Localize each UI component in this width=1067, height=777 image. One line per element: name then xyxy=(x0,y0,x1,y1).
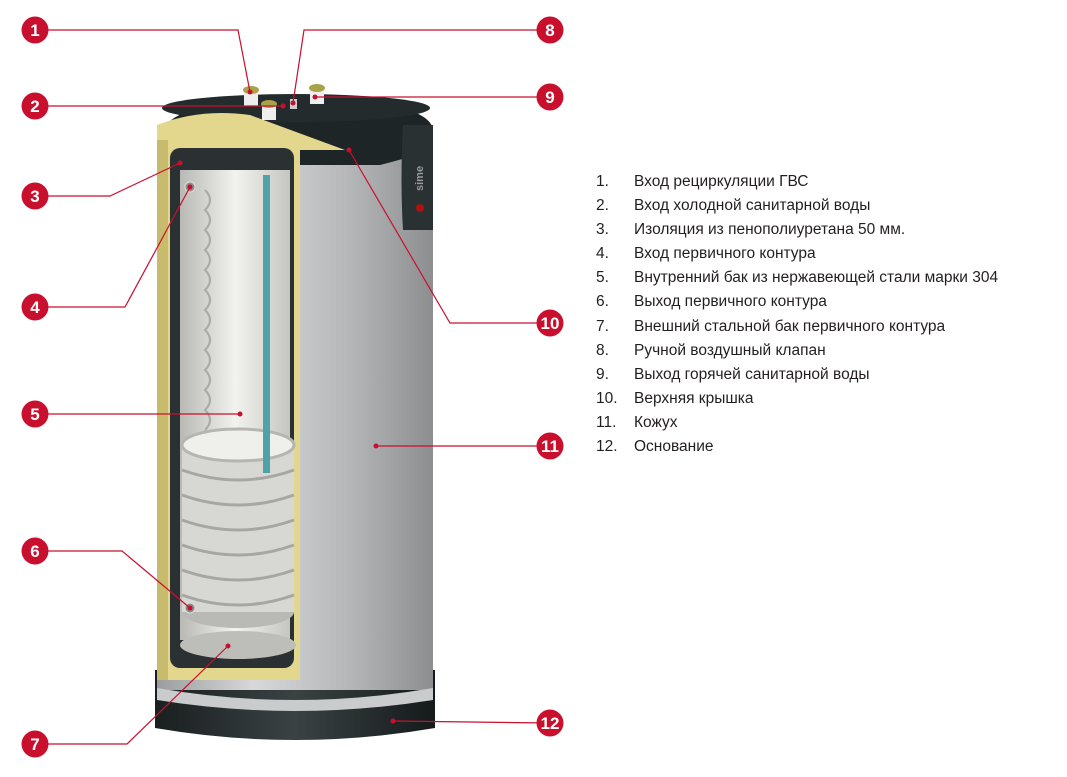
tank: sime xyxy=(155,84,435,740)
legend-number: 7. xyxy=(596,317,609,335)
legend-number: 10. xyxy=(596,389,618,407)
callout-number: 6 xyxy=(30,542,39,561)
legend-item: 1. Вход рециркуляции ГВС xyxy=(596,170,998,194)
callout-3: 3 xyxy=(21,160,183,210)
leader-dot xyxy=(346,147,352,153)
leader-line xyxy=(35,162,181,197)
legend-number: 8. xyxy=(596,341,609,359)
leader-line xyxy=(35,29,251,93)
legend-label: Верхняя крышка xyxy=(634,389,754,407)
leader-dot xyxy=(225,643,231,649)
callout-number: 8 xyxy=(545,21,554,40)
leader-dot xyxy=(187,184,193,190)
callout-number: 5 xyxy=(30,405,39,424)
legend-label: Вход первичного контура xyxy=(634,245,816,263)
legend-label: Выход первичного контура xyxy=(634,293,827,311)
callout-badge xyxy=(21,400,49,428)
leader-line xyxy=(292,29,550,104)
callout-badge xyxy=(536,309,564,337)
callout-number: 9 xyxy=(545,88,554,107)
leader-dot xyxy=(390,718,396,724)
leader-line xyxy=(35,550,191,609)
legend-label: Вход холодной санитарной воды xyxy=(634,197,871,215)
leader-dot xyxy=(290,100,296,106)
callout-badge xyxy=(536,709,564,737)
legend-number: 12. xyxy=(596,438,618,456)
callout-badge xyxy=(21,537,49,565)
lower-coil xyxy=(180,427,296,628)
leader-line xyxy=(35,645,229,745)
legend-item: 10. Верхняя крышка xyxy=(596,387,998,411)
callout-4: 4 xyxy=(21,184,193,321)
legend-item: 9. Выход горячей санитарной воды xyxy=(596,363,998,387)
callout-7: 7 xyxy=(21,643,231,758)
legend-label: Основание xyxy=(634,438,714,456)
leader-dot xyxy=(187,605,193,611)
legend-number: 11. xyxy=(596,413,617,431)
leader-line xyxy=(348,149,550,324)
callout-badge xyxy=(21,16,49,44)
callout-number: 10 xyxy=(541,314,560,333)
legend-item: 11. Кожух xyxy=(596,411,998,435)
callout-badge xyxy=(21,730,49,758)
callout-9: 9 xyxy=(312,83,564,111)
legend-number: 1. xyxy=(596,173,609,190)
legend-number: 6. xyxy=(596,293,609,311)
legend-item: 6. Выход первичного контура xyxy=(596,290,998,314)
callout-8: 8 xyxy=(290,16,564,106)
leader-dot xyxy=(312,94,318,100)
legend-item: 3. Изоляция из пенополиуретана 50 мм. xyxy=(596,218,998,242)
leader-dot xyxy=(177,160,183,166)
hot-water-pipe xyxy=(263,175,270,473)
legend-label: Внутренний бак из нержавеющей стали марк… xyxy=(634,269,999,287)
legend-item: 12. Основание xyxy=(596,435,998,459)
legend-number: 4. xyxy=(596,245,609,263)
legend-label: Кожух xyxy=(634,413,678,431)
callout-number: 2 xyxy=(30,97,39,116)
leader-line xyxy=(392,720,551,724)
callout-12: 12 xyxy=(390,709,564,737)
callout-badge xyxy=(21,92,49,120)
callout-1: 1 xyxy=(21,16,253,95)
callout-10: 10 xyxy=(346,147,564,337)
legend-number: 9. xyxy=(596,365,609,383)
callout-number: 11 xyxy=(541,437,559,456)
callout-number: 4 xyxy=(30,298,40,317)
leader-dot xyxy=(247,89,253,95)
callout-11: 11 xyxy=(373,432,564,460)
callout-badge xyxy=(536,432,564,460)
legend-item: 5. Внутренний бак из нержавеющей стали ма… xyxy=(596,266,998,290)
callout-2: 2 xyxy=(21,92,286,120)
callout-number: 12 xyxy=(541,714,560,733)
brand-logo: sime xyxy=(414,166,426,191)
leader-line xyxy=(35,186,191,308)
legend-label: Вход рециркуляции ГВС xyxy=(634,173,809,190)
legend-item: 2. Вход холодной санитарной воды xyxy=(596,194,998,218)
callout-number: 3 xyxy=(30,187,39,206)
legend-label: Внешний стальной бак первичного контура xyxy=(634,317,946,335)
callout-number: 7 xyxy=(30,735,39,754)
callout-badge xyxy=(21,182,49,210)
callout-badge xyxy=(536,16,564,44)
legend: 1. Вход рециркуляции ГВС 2. Вход холодной с… xyxy=(596,170,998,459)
callout-badge xyxy=(21,293,49,321)
legend-item: 8. Ручной воздушный клапан xyxy=(596,339,998,363)
heat-exchanger-coil xyxy=(203,189,211,431)
callout-badge xyxy=(536,83,564,111)
legend-label: Ручной воздушный клапан xyxy=(634,341,826,359)
legend-number: 5. xyxy=(596,269,609,287)
legend-number: 3. xyxy=(596,221,609,239)
legend-number: 2. xyxy=(596,197,609,215)
callout-6: 6 xyxy=(21,537,193,611)
callout-5: 5 xyxy=(21,400,243,428)
leader-dot xyxy=(237,411,243,417)
legend-label: Выход горячей санитарной воды xyxy=(634,365,870,383)
callout-number: 1 xyxy=(30,21,39,40)
legend-item: 7. Внешний стальной бак первичного контур… xyxy=(596,315,998,339)
legend-label: Изоляция из пенополиуретана 50 мм. xyxy=(634,221,906,239)
legend-item: 4. Вход первичного контура xyxy=(596,242,998,266)
leader-dot xyxy=(373,443,379,449)
leader-dot xyxy=(280,103,286,109)
